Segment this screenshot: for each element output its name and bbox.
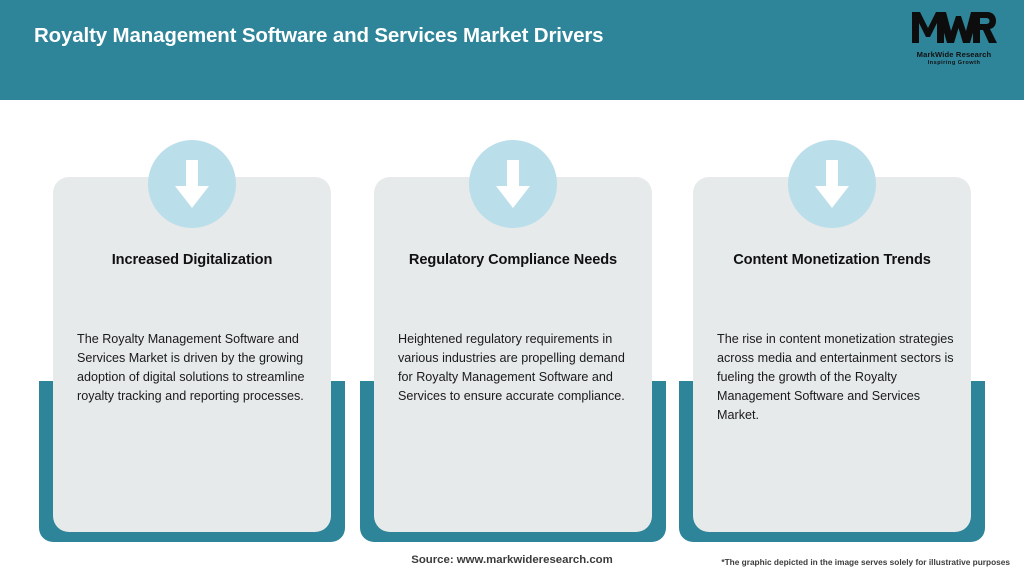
card-panel [693, 177, 971, 532]
source-label: Source: www.markwideresearch.com [411, 554, 613, 566]
driver-card-3: Content Monetization Trends The rise in … [679, 140, 985, 542]
card-panel [374, 177, 652, 532]
arrow-down-icon [469, 140, 557, 228]
card-title: Increased Digitalization [111, 252, 273, 268]
card-title: Regulatory Compliance Needs [408, 252, 618, 268]
card-body-text: The Royalty Management Software and Serv… [77, 332, 305, 403]
card-body-text: The rise in content monetization strateg… [717, 332, 954, 422]
card-body-text: Heightened regulatory requirements in va… [398, 332, 625, 403]
logo-tagline: Inspiring Growth [927, 60, 981, 66]
disclaimer-note: *The graphic depicted in the image serve… [721, 557, 1010, 567]
page-title: Royalty Management Software and Services… [34, 24, 604, 47]
logo-company-name: MarkWide Research [916, 50, 992, 59]
driver-card-1: Increased Digitalization The Royalty Man… [39, 140, 345, 542]
mwr-logo-icon [902, 10, 1006, 49]
card-title: Content Monetization Trends [733, 252, 931, 268]
arrow-down-icon [788, 140, 876, 228]
driver-card-2: Regulatory Compliance Needs Heightened r… [360, 140, 666, 542]
header-bar: Royalty Management Software and Services… [0, 0, 1024, 100]
arrow-down-icon [148, 140, 236, 228]
brand-logo: MarkWide Research Inspiring Growth [902, 10, 1006, 68]
card-panel [53, 177, 331, 532]
